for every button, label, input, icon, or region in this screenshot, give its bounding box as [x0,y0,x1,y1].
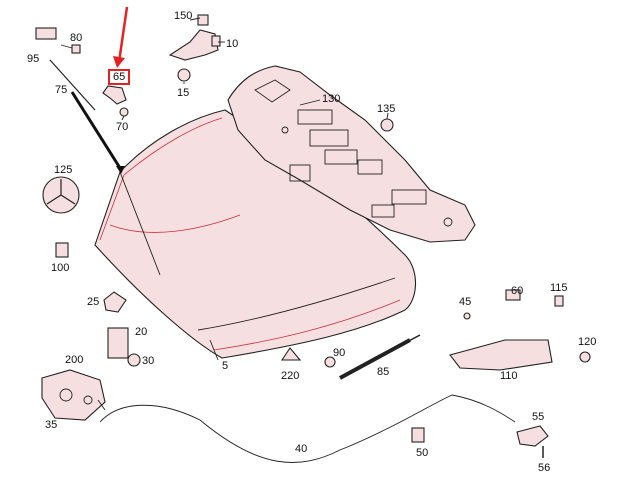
label-80: 80 [70,32,83,44]
screw-45 [463,312,471,320]
hood-hinge [168,14,221,82]
label-85: 85 [377,366,390,378]
star-emblem [42,176,80,214]
hood-panel [94,109,417,359]
label-135: 135 [377,103,396,115]
label-60: 60 [511,285,524,297]
label-45: 45 [459,296,472,308]
nut-120 [579,351,591,363]
callout-arrow [113,6,129,68]
hinge-110 [449,339,553,371]
label-15: 15 [177,87,190,99]
label-75: 75 [55,84,68,96]
label-30: 30 [142,355,155,367]
clip-135 [380,118,394,132]
handle-55 [516,425,549,447]
label-150: 150 [174,10,193,22]
label-200: 200 [65,354,84,366]
label-110: 110 [500,370,518,382]
label-90: 90 [333,347,346,359]
label-50: 50 [416,447,429,459]
label-120: 120 [578,336,597,348]
buffer-25 [103,291,127,313]
hood-lock [41,369,106,421]
grommet-100 [55,242,69,258]
label-95: 95 [27,53,40,65]
label-35: 35 [45,419,58,431]
bracket-65 [102,85,129,117]
release-cable [99,394,516,463]
label-115: 115 [550,282,568,294]
label-56: 56 [538,462,551,474]
hood-rod-clip [35,27,96,111]
bolt-115 [554,295,564,307]
label-100: 100 [51,262,70,274]
seal-strip [70,91,125,174]
hood-insulation-mat [227,65,476,243]
label-10: 10 [226,38,239,50]
label-40: 40 [295,443,308,455]
leader-lines [60,17,389,411]
label-125: 125 [54,164,73,176]
grommet-220 [280,347,302,361]
label-70: 70 [116,121,129,133]
gas-strut [324,334,421,380]
label-55: 55 [532,411,545,423]
latch-guide [107,327,141,367]
label-65-highlighted: 65 [108,69,131,85]
label-25: 25 [87,296,100,308]
label-130: 130 [322,93,341,105]
clip-60 [505,289,521,301]
label-220: 220 [281,370,300,382]
label-5: 5 [222,360,229,372]
handle-50 [411,427,425,443]
label-20: 20 [135,326,148,338]
